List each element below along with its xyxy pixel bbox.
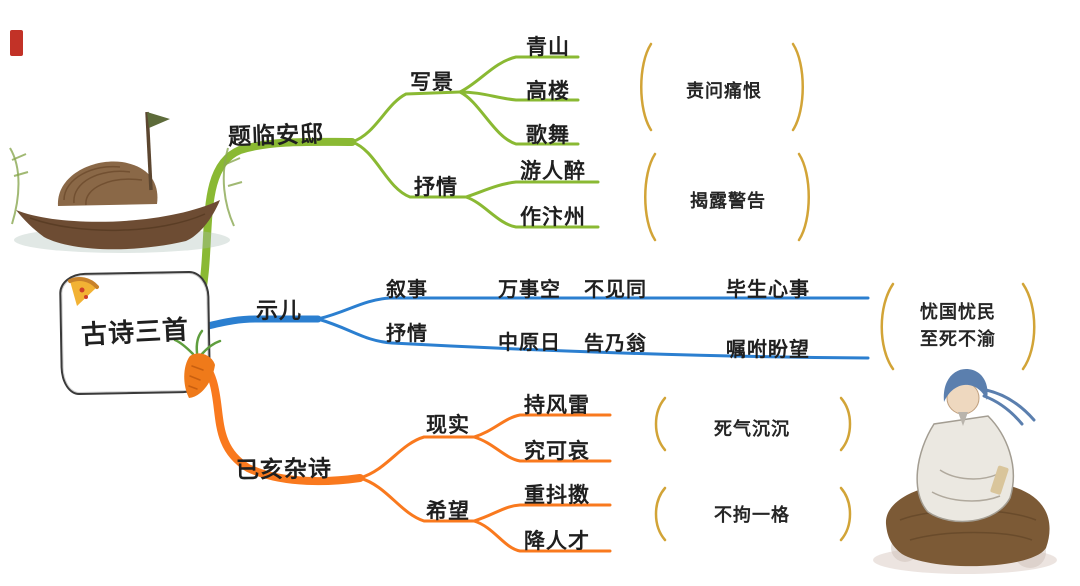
branch3-sub1-label: 现实 — [426, 414, 470, 437]
branch1-sub1-leaf1: 青山 — [526, 36, 570, 59]
branch2-row1-seg3: 不见同 — [584, 279, 647, 301]
branch3-label: 已亥杂诗 — [235, 455, 333, 483]
branch2-row1-seg1: 叙事 — [386, 279, 428, 301]
branch1-sub1-leaf2: 高楼 — [526, 80, 570, 103]
branch3-sub1-leaf2: 究可哀 — [524, 440, 590, 463]
branch1-sub2-annotation: 揭露警告 — [690, 191, 766, 211]
branch2-lines — [200, 296, 870, 360]
annotation-brackets — [640, 42, 1036, 542]
branch2-annotation-line1: 忧国忧民 — [920, 302, 996, 322]
branch2-row2-seg1: 抒情 — [386, 323, 428, 345]
branch1-sub2-label: 抒情 — [414, 176, 458, 199]
branch2-row2-seg4: 嘱咐盼望 — [726, 339, 810, 361]
branch2-row2-seg3: 告乃翁 — [584, 333, 647, 355]
boat-illustration — [9, 111, 243, 253]
branch2-row2-seg2: 中原日 — [498, 332, 561, 354]
branch3-sub2-label: 希望 — [426, 500, 470, 523]
branch3-sub1-annotation: 死气沉沉 — [714, 419, 790, 439]
red-seal-mark — [10, 30, 23, 56]
carrot-icon — [173, 329, 222, 398]
scroll — [990, 465, 1009, 495]
branch1-lines — [196, 55, 600, 306]
branch3-sub2-leaf1: 重抖擞 — [524, 484, 590, 507]
branch1-sub1-label: 写景 — [410, 71, 454, 94]
branch3-sub2-annotation: 不拘一格 — [714, 505, 790, 525]
branch1-label: 题临安邸 — [227, 120, 325, 150]
branch2-annotation: 忧国忧民 至死不渝 — [908, 299, 1008, 353]
branch1-sub2-leaf2: 作汴州 — [520, 206, 586, 229]
branch2-row1-seg4: 毕生心事 — [726, 279, 810, 301]
pizza-slice-icon — [68, 277, 99, 306]
branch2-row1-seg2: 万事空 — [498, 279, 561, 301]
branch2-label: 示儿 — [256, 298, 303, 323]
branch3-lines — [194, 352, 612, 553]
branch3-sub2-leaf2: 降人才 — [524, 530, 590, 553]
branch1-sub2-leaf1: 游人醉 — [520, 160, 586, 183]
branch3-sub1-leaf1: 持风雷 — [524, 394, 590, 417]
branch2-annotation-line2: 至死不渝 — [920, 329, 996, 349]
boat-flag — [147, 112, 170, 128]
poet-illustration — [873, 369, 1057, 574]
center-node-label: 古诗三首 — [80, 314, 190, 350]
branch1-sub1-annotation: 责问痛恨 — [686, 81, 762, 101]
branch1-sub1-leaf3: 歌舞 — [526, 124, 570, 147]
